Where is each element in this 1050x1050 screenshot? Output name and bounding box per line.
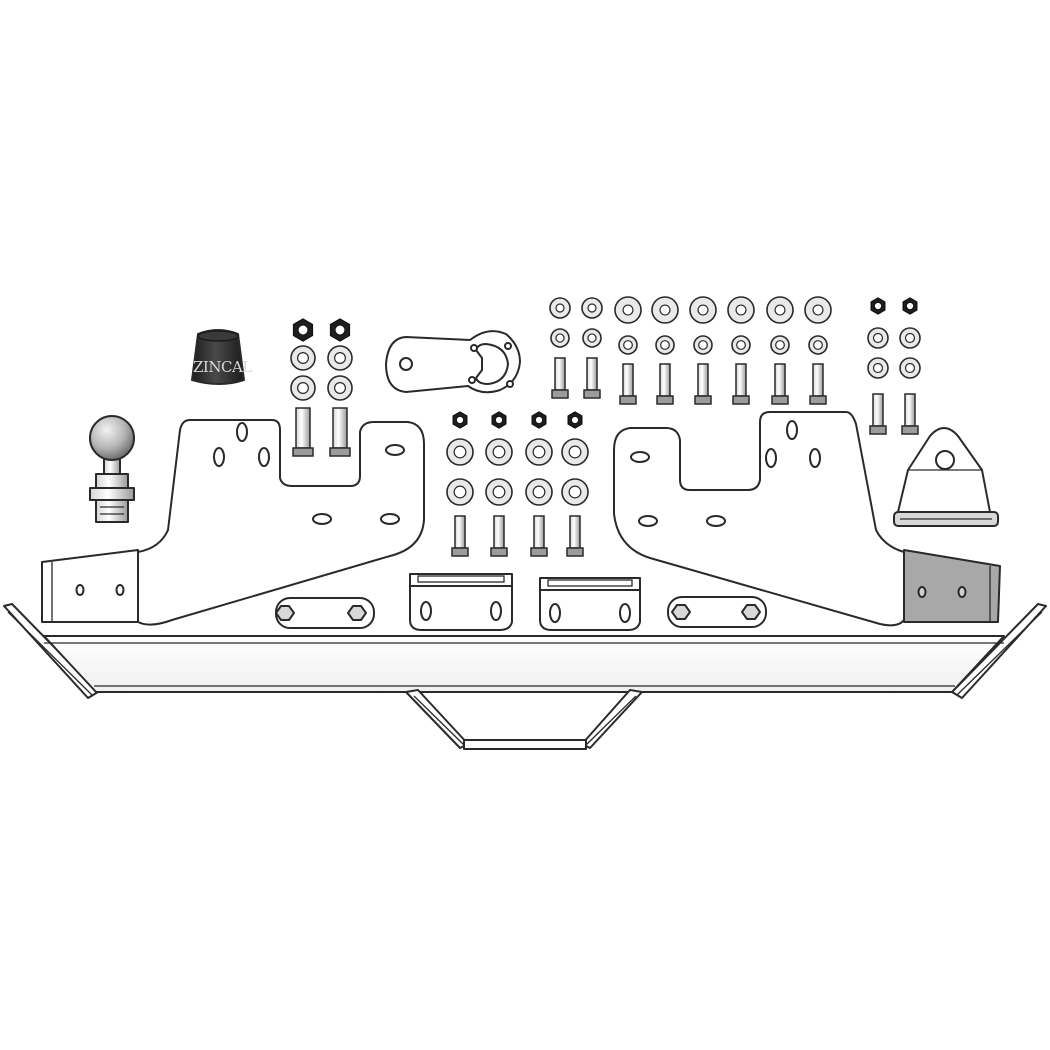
bolt-head (451, 547, 469, 557)
nut-hole (905, 301, 915, 311)
nut-hole (455, 415, 465, 425)
bolt-head (566, 547, 584, 557)
bolt (659, 363, 671, 397)
nut-hole (334, 324, 346, 336)
bolt-head (694, 395, 712, 405)
bolt-head (869, 425, 887, 435)
washer-hole (532, 445, 546, 459)
washer-hole (453, 445, 467, 459)
angle-bracket (539, 577, 641, 631)
bolt-head (771, 395, 789, 405)
washer-hole (697, 304, 709, 316)
bolt-head (292, 447, 314, 457)
nut-hole (873, 301, 883, 311)
washer-hole (660, 340, 670, 350)
bolt-head (329, 447, 351, 457)
bolt (622, 363, 634, 397)
washer-hole (587, 303, 597, 313)
socket-bracket (385, 330, 521, 394)
bolt (586, 357, 598, 391)
fastener-hardware (290, 296, 921, 557)
bolt (697, 363, 709, 397)
crossbar (3, 603, 1047, 699)
washer-hole (587, 333, 597, 343)
washer-hole (334, 352, 347, 365)
washer-hole (872, 362, 884, 374)
washer-hole (812, 304, 824, 316)
bolt (554, 357, 566, 391)
washer-hole (532, 485, 546, 499)
tow-ball (89, 415, 135, 523)
center-brace (405, 689, 643, 750)
bolt-head (901, 425, 919, 435)
washer-hole (736, 340, 746, 350)
bolt (904, 393, 916, 427)
left-side-bracket (41, 419, 425, 626)
bolt (569, 515, 581, 549)
bolt-head (530, 547, 548, 557)
washer-hole (813, 340, 823, 350)
washer-hole (775, 340, 785, 350)
angle-bracket (409, 573, 513, 631)
washer-hole (555, 333, 565, 343)
bolt-head (656, 395, 674, 405)
cap-logo-text: ZINCAL (193, 358, 252, 376)
washer-hole (698, 340, 708, 350)
washer-hole (623, 340, 633, 350)
bolt (332, 407, 348, 449)
washer-hole (904, 332, 916, 344)
right-side-bracket (613, 411, 1001, 627)
washer-hole (297, 382, 310, 395)
washer-hole (492, 485, 506, 499)
washer-hole (297, 352, 310, 365)
bolt-head (490, 547, 508, 557)
ball-cap: ZINCAL (191, 329, 253, 385)
bolt (454, 515, 466, 549)
nut-hole (297, 324, 309, 336)
washer-hole (453, 485, 467, 499)
spacer-plate (275, 597, 375, 629)
washer-hole (492, 445, 506, 459)
bolt-head (551, 389, 569, 399)
bolt (735, 363, 747, 397)
washer-hole (568, 445, 582, 459)
tow-loop (893, 427, 999, 527)
spacer-plate (667, 596, 767, 628)
nut-hole (494, 415, 504, 425)
washer-hole (555, 303, 565, 313)
washer-hole (622, 304, 634, 316)
washer-hole (904, 362, 916, 374)
nut-hole (534, 415, 544, 425)
bolt (872, 393, 884, 427)
bolt-head (732, 395, 750, 405)
washer-hole (872, 332, 884, 344)
bolt-head (809, 395, 827, 405)
washer-hole (659, 304, 671, 316)
bolt-head (619, 395, 637, 405)
washer-hole (774, 304, 786, 316)
nut-hole (570, 415, 580, 425)
washer-hole (568, 485, 582, 499)
bolt (533, 515, 545, 549)
bolt-head (583, 389, 601, 399)
bolt (295, 407, 311, 449)
washer-hole (334, 382, 347, 395)
bolt (493, 515, 505, 549)
bolt (774, 363, 786, 397)
bolt (812, 363, 824, 397)
washer-hole (735, 304, 747, 316)
